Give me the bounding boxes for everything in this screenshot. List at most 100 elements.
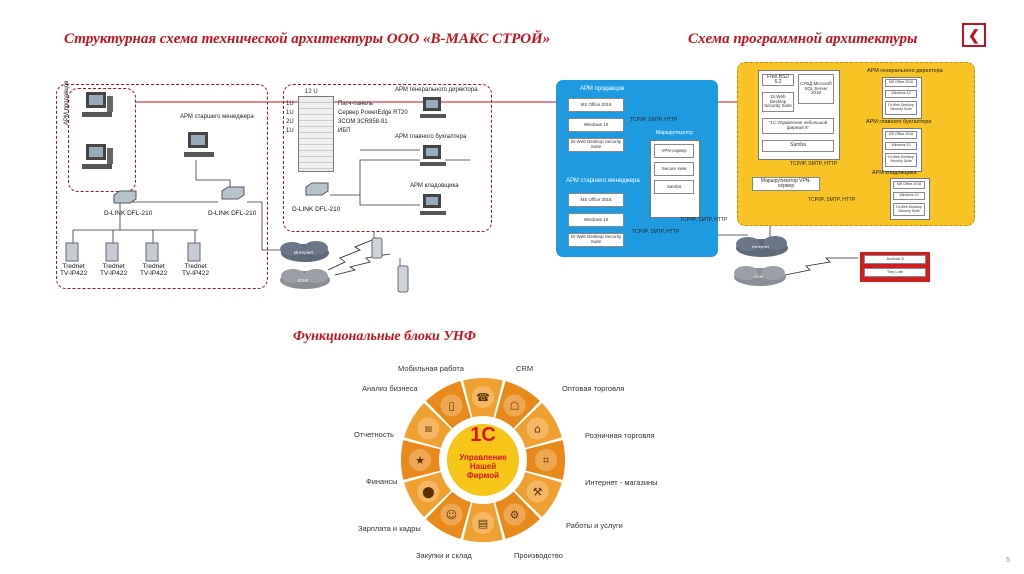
functional-block-label: Мобильная работа: [398, 364, 464, 373]
retail-icon: [526, 417, 549, 440]
soft-internet-label: Интернет: [752, 244, 770, 249]
wheel-center-circle: [447, 424, 519, 496]
people-icon-glyph: ☺: [446, 509, 457, 522]
wheel-segment-9: [404, 472, 452, 517]
arm-senior-manager-label: АРМ старшего менеджера: [180, 114, 254, 120]
page-number: 5: [1006, 557, 1010, 564]
crm-icon-glyph: ☎: [476, 391, 490, 404]
warehouse-icon: [472, 512, 494, 534]
tools-icon-glyph: ⚒: [533, 486, 543, 499]
functional-block-label: Работы и услуги: [566, 521, 623, 530]
dlink-1-label: D-LINK DFL-210: [104, 210, 153, 217]
soft-arm-sales-label: АРМ продавцов: [580, 86, 625, 92]
coin-icon-glyph: ⬤: [422, 486, 434, 499]
rack-unit-1: 1U: [286, 101, 294, 107]
functional-blocks-title: Функциональные блоки УНФ: [293, 329, 476, 344]
server-app: "1С:Управление небольшой фирмой 8": [762, 118, 834, 134]
gsm-cloud-label: GSM: [298, 278, 309, 283]
sk-item-1: MS Office 2016: [893, 181, 925, 189]
server-room-zone: [283, 84, 492, 232]
internet-cloud-label: Интернет: [294, 250, 314, 255]
sk-item-3: Dr.Web Desktop Security Suite: [893, 203, 925, 216]
mobile-item-1: Android 8: [864, 255, 926, 264]
camera-1-icon: [65, 242, 79, 262]
yellow-router: Маршрутизатор VPN-сервер: [752, 177, 820, 191]
ca-item-3: Dr.Web Desktop Security Suite: [885, 153, 917, 167]
brand-product-name: Управление Нашей Фирмой: [448, 453, 518, 481]
rack-item-2: Сервер PowerEdge RT20: [338, 110, 408, 116]
functional-block-label: Отчетность: [354, 430, 394, 439]
wheel-segment-5: [514, 472, 562, 517]
blue-router-label: Маршрутизатор: [656, 130, 693, 136]
dlink-3-label: D-LINK DFL-210: [292, 206, 341, 213]
brand-line-3: Фирмой: [466, 471, 500, 481]
manager-item-3: Dr.Web Desktop Security Suite: [568, 233, 624, 247]
storekeeper-pc-icon: [420, 194, 446, 215]
manager-item-1: MS Office 2016: [568, 193, 624, 207]
gsm-cloud-soft: [734, 266, 786, 286]
tech-architecture-title: Структурная схема технической архитектур…: [64, 31, 551, 47]
functional-block-label: Анализ бизнеса: [362, 384, 418, 393]
rack-unit-3: 2U: [286, 119, 294, 125]
soft-arm-gen-director-label: АРМ генерального директора: [867, 68, 943, 74]
blue-proto-3: TCP/IP, SMTP, HTTP: [680, 217, 728, 223]
mobile-item-2: Tiny Lote: [864, 268, 926, 277]
rack-item-4: ИБП: [338, 128, 351, 134]
arm-chief-accountant-label: АРМ главного бухгалтера: [395, 134, 467, 140]
wheel-segment-12: [426, 381, 471, 429]
sales-item-3: Dr.Web Desktop Security Suite: [568, 138, 624, 152]
rack-item-3: 3COM 3CR858-91: [338, 119, 388, 125]
camera-2-icon: [105, 242, 119, 262]
sales-workstations-zone: [68, 88, 136, 192]
camera-3-icon: [145, 242, 159, 262]
software-architecture-title: Схема программной архитектуры: [688, 31, 918, 47]
chart-icon: [417, 417, 440, 440]
internet-cloud-tech: [280, 241, 329, 262]
dlink-switch-1-icon: [113, 190, 137, 204]
functional-block-label: Розничная торговля: [585, 431, 655, 440]
yellow-proto-1: TCP/IP, SMTP, HTTP: [790, 161, 838, 167]
wheel-segment-1: [463, 378, 503, 418]
arm-storekeeper-label: АРМ кладовщика: [410, 183, 459, 189]
eagle-icon-glyph: ★: [415, 454, 425, 467]
router-item-2: Secure view: [654, 162, 694, 176]
functional-block-label: Закупки и склад: [416, 551, 472, 560]
server-samba: Samba: [762, 140, 834, 152]
phone-icon: [440, 394, 463, 417]
functional-block-label: Оптовая торговля: [562, 384, 625, 393]
senior-manager-pc-icon: [184, 132, 214, 157]
dlink-2-label: D-LINK DFL-210: [208, 210, 257, 217]
warehouse-icon-glyph: ▤: [478, 517, 488, 530]
wholesale-icon: [503, 394, 526, 417]
factory-icon: [503, 503, 526, 526]
cart-icon-glyph: ⌗: [543, 454, 549, 467]
tools-icon: [526, 480, 549, 503]
dlink-switch-3-icon: [305, 182, 329, 196]
wheel-segment-8: [426, 491, 471, 539]
phone-icon-glyph: ▯: [448, 399, 454, 412]
camera-4-icon: [187, 242, 201, 262]
dlink-switch-2-icon: [221, 186, 245, 200]
sales-pc-1-icon: [82, 92, 113, 117]
rack-size-label: 12 U: [305, 89, 318, 95]
rack-unit-4: 1U: [286, 128, 294, 134]
functional-block-label: Производство: [514, 551, 563, 560]
server-item-1: Free BSD 6.2: [762, 74, 794, 86]
router-item-1: VPN-сервер: [654, 144, 694, 158]
back-nav-button[interactable]: ❮: [962, 23, 986, 47]
rack-item-1: Патч-панель: [338, 101, 374, 107]
wholesale-icon-glyph: ☖: [510, 399, 520, 412]
functional-block-label: Интернет - магазины: [585, 478, 658, 487]
back-arrow-icon: ❮: [968, 26, 980, 43]
ca-item-2: Windows 10: [885, 142, 917, 150]
sales-pc-2-icon: [82, 144, 113, 169]
wheel-segment-7: [463, 502, 503, 543]
coin-icon: [417, 480, 440, 503]
mobile-phone-1-icon: [371, 232, 383, 259]
wheel-segment-2: [495, 381, 540, 429]
crm-icon: [472, 386, 494, 408]
